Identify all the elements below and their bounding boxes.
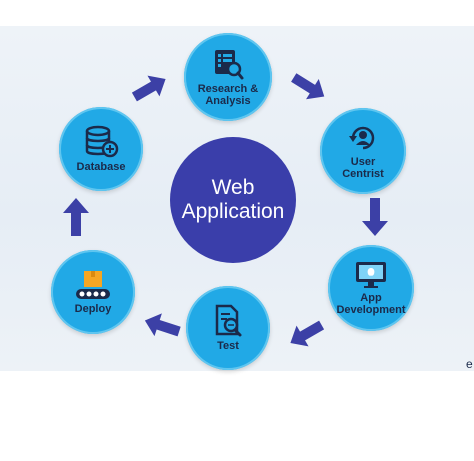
stray-text: e bbox=[466, 357, 473, 371]
document-search-icon bbox=[215, 304, 242, 337]
database-add-icon bbox=[85, 125, 119, 158]
center-circle: Web Application bbox=[170, 137, 296, 263]
conveyor-box-icon bbox=[76, 271, 110, 299]
node-research-analysis: Research & Analysis bbox=[184, 33, 272, 121]
arrow-deploy-to-database bbox=[63, 198, 89, 236]
node-test: Test bbox=[186, 286, 270, 370]
node-label: Research & Analysis bbox=[197, 83, 259, 107]
report-search-icon bbox=[215, 50, 244, 80]
center-title-line1: Web bbox=[211, 176, 255, 199]
node-label: Database bbox=[76, 161, 126, 173]
node-label: Test bbox=[217, 340, 239, 352]
node-deploy: Deploy bbox=[51, 250, 135, 334]
arrow-research-to-user bbox=[291, 73, 325, 100]
node-database: Database bbox=[59, 107, 143, 191]
node-user-centrist: User Centrist bbox=[320, 108, 406, 194]
user-cycle-icon bbox=[349, 126, 375, 150]
arrow-database-to-research bbox=[131, 75, 166, 102]
node-label: User Centrist bbox=[342, 156, 384, 180]
arrow-app-to-test bbox=[290, 320, 325, 347]
node-label: App Development bbox=[336, 292, 406, 316]
monitor-apple-icon bbox=[356, 262, 386, 288]
arrow-test-to-deploy bbox=[144, 313, 181, 337]
node-label: Deploy bbox=[74, 303, 112, 315]
arrow-user-to-app bbox=[362, 198, 388, 236]
node-app-development: App Development bbox=[328, 245, 414, 331]
center-title-line2: Application bbox=[181, 200, 285, 223]
